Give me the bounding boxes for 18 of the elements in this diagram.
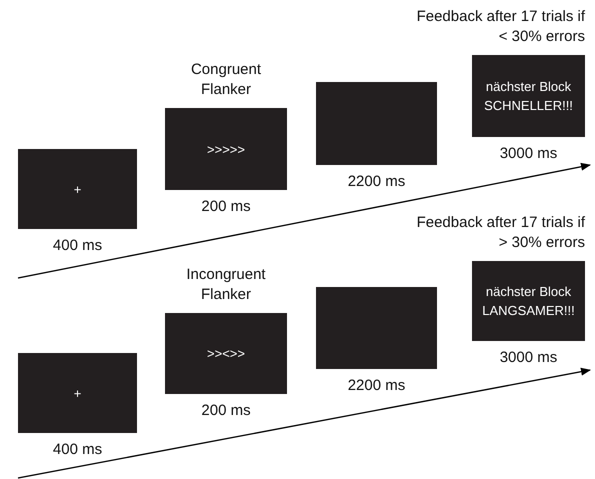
duration-label: 3000 ms [498,349,558,366]
screen-heading: Incongruent Flanker [185,265,267,305]
duration-label: 400 ms [52,441,104,458]
screen-text: + [74,384,82,402]
duration-label: 200 ms [200,402,252,419]
screen-heading: Feedback after 17 trials if < 30% errors [416,7,585,47]
duration-label: 2200 ms [346,377,406,394]
duration-label: 2200 ms [346,173,406,190]
screen-heading: Feedback after 17 trials if > 30% errors [416,213,585,253]
screen-text: nächster Block SCHNELLER!!! [483,78,574,115]
screen-text: >>>>> [207,140,245,158]
screen-heading: Congruent Flanker [190,60,262,100]
duration-label: 3000 ms [498,145,558,162]
screen-text: + [74,180,82,198]
screen-text: nächster Block LANGSAMER!!! [481,283,576,320]
duration-label: 400 ms [52,237,104,254]
screen-text: >><>> [207,345,245,363]
duration-label: 200 ms [200,198,252,215]
